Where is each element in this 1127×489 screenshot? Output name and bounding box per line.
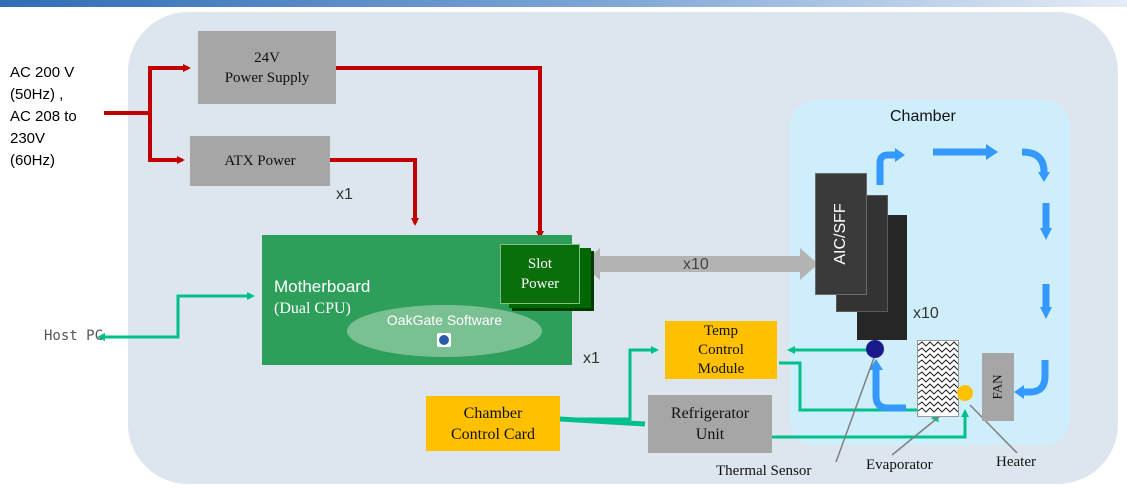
ac-line-5: (60Hz)	[10, 152, 56, 169]
oakgate-label: OakGate Software	[386, 312, 503, 328]
ac-line-4: 230V	[10, 130, 46, 147]
evaporator-label: Evaporator	[866, 457, 933, 473]
motherboard-title: Motherboard	[274, 277, 371, 296]
power-supply-24v-box: 24V Power Supply	[198, 31, 336, 104]
thermal-sensor-dot	[866, 340, 884, 358]
chamber-control-card-box: Chamber Control Card	[426, 396, 560, 451]
motherboard-count: x1	[583, 350, 600, 367]
top-accent-bar	[0, 0, 1127, 7]
supply-voltage-label: 24V	[254, 49, 280, 66]
atx-power-label: ATX Power	[224, 153, 296, 169]
thermal-sensor-label: Thermal Sensor	[716, 463, 812, 479]
fan-label: FAN	[989, 374, 1005, 400]
oakgate-logo-icon	[437, 333, 451, 347]
ac-line-1: AC 200 V	[10, 64, 75, 81]
slot-power-line-1: Slot	[527, 256, 553, 272]
temp-module-line-1: Temp	[704, 322, 738, 339]
ac-line-3: AC 208 to	[10, 108, 77, 125]
airflow-heads	[869, 144, 1052, 399]
evaporator-coil	[917, 340, 959, 417]
temp-module-line-2: Control	[698, 341, 744, 358]
temp-module-line-3: Module	[697, 360, 745, 377]
bus-count-label: x10	[683, 256, 709, 273]
evaporator-zigzag-icon	[918, 341, 958, 413]
heater-dot	[957, 385, 973, 401]
atx-count: x1	[336, 186, 353, 203]
bus-arrow-x10	[582, 248, 818, 280]
oakgate-software-ellipse: OakGate Software	[347, 305, 542, 357]
control-card-line-1: Chamber	[463, 404, 523, 422]
ac-line-2: (50Hz) ,	[10, 86, 64, 103]
aic-sff-label: AIC/SFF	[832, 203, 849, 265]
atx-power-box: ATX Power	[190, 136, 330, 186]
refrigerator-unit-box: Refrigerator Unit	[648, 395, 772, 453]
aic-card-front: AIC/SFF	[815, 173, 867, 295]
motherboard-subtitle: (Dual CPU)	[274, 300, 351, 317]
chamber-title: Chamber	[890, 108, 956, 125]
slot-power-front: Slot Power	[500, 244, 580, 304]
ac-input-label: AC 200 V (50Hz) , AC 208 to 230V (60Hz)	[10, 62, 77, 172]
host-pc-label: Host PC	[44, 328, 104, 344]
temp-control-module-box: Temp Control Module	[665, 321, 777, 379]
label-pointers	[835, 354, 1018, 463]
slot-power-line-2: Power	[520, 276, 560, 292]
supply-name-label: Power Supply	[224, 69, 310, 86]
refrigerator-line-2: Unit	[695, 426, 725, 443]
refrigerator-line-1: Refrigerator	[670, 405, 750, 422]
airflow-arrows	[872, 148, 1050, 412]
power-lines	[104, 64, 544, 239]
fan-box: FAN	[982, 353, 1014, 421]
heater-label: Heater	[996, 454, 1036, 470]
control-card-line-2: Control Card	[451, 425, 535, 443]
card-count-label: x10	[913, 305, 939, 322]
